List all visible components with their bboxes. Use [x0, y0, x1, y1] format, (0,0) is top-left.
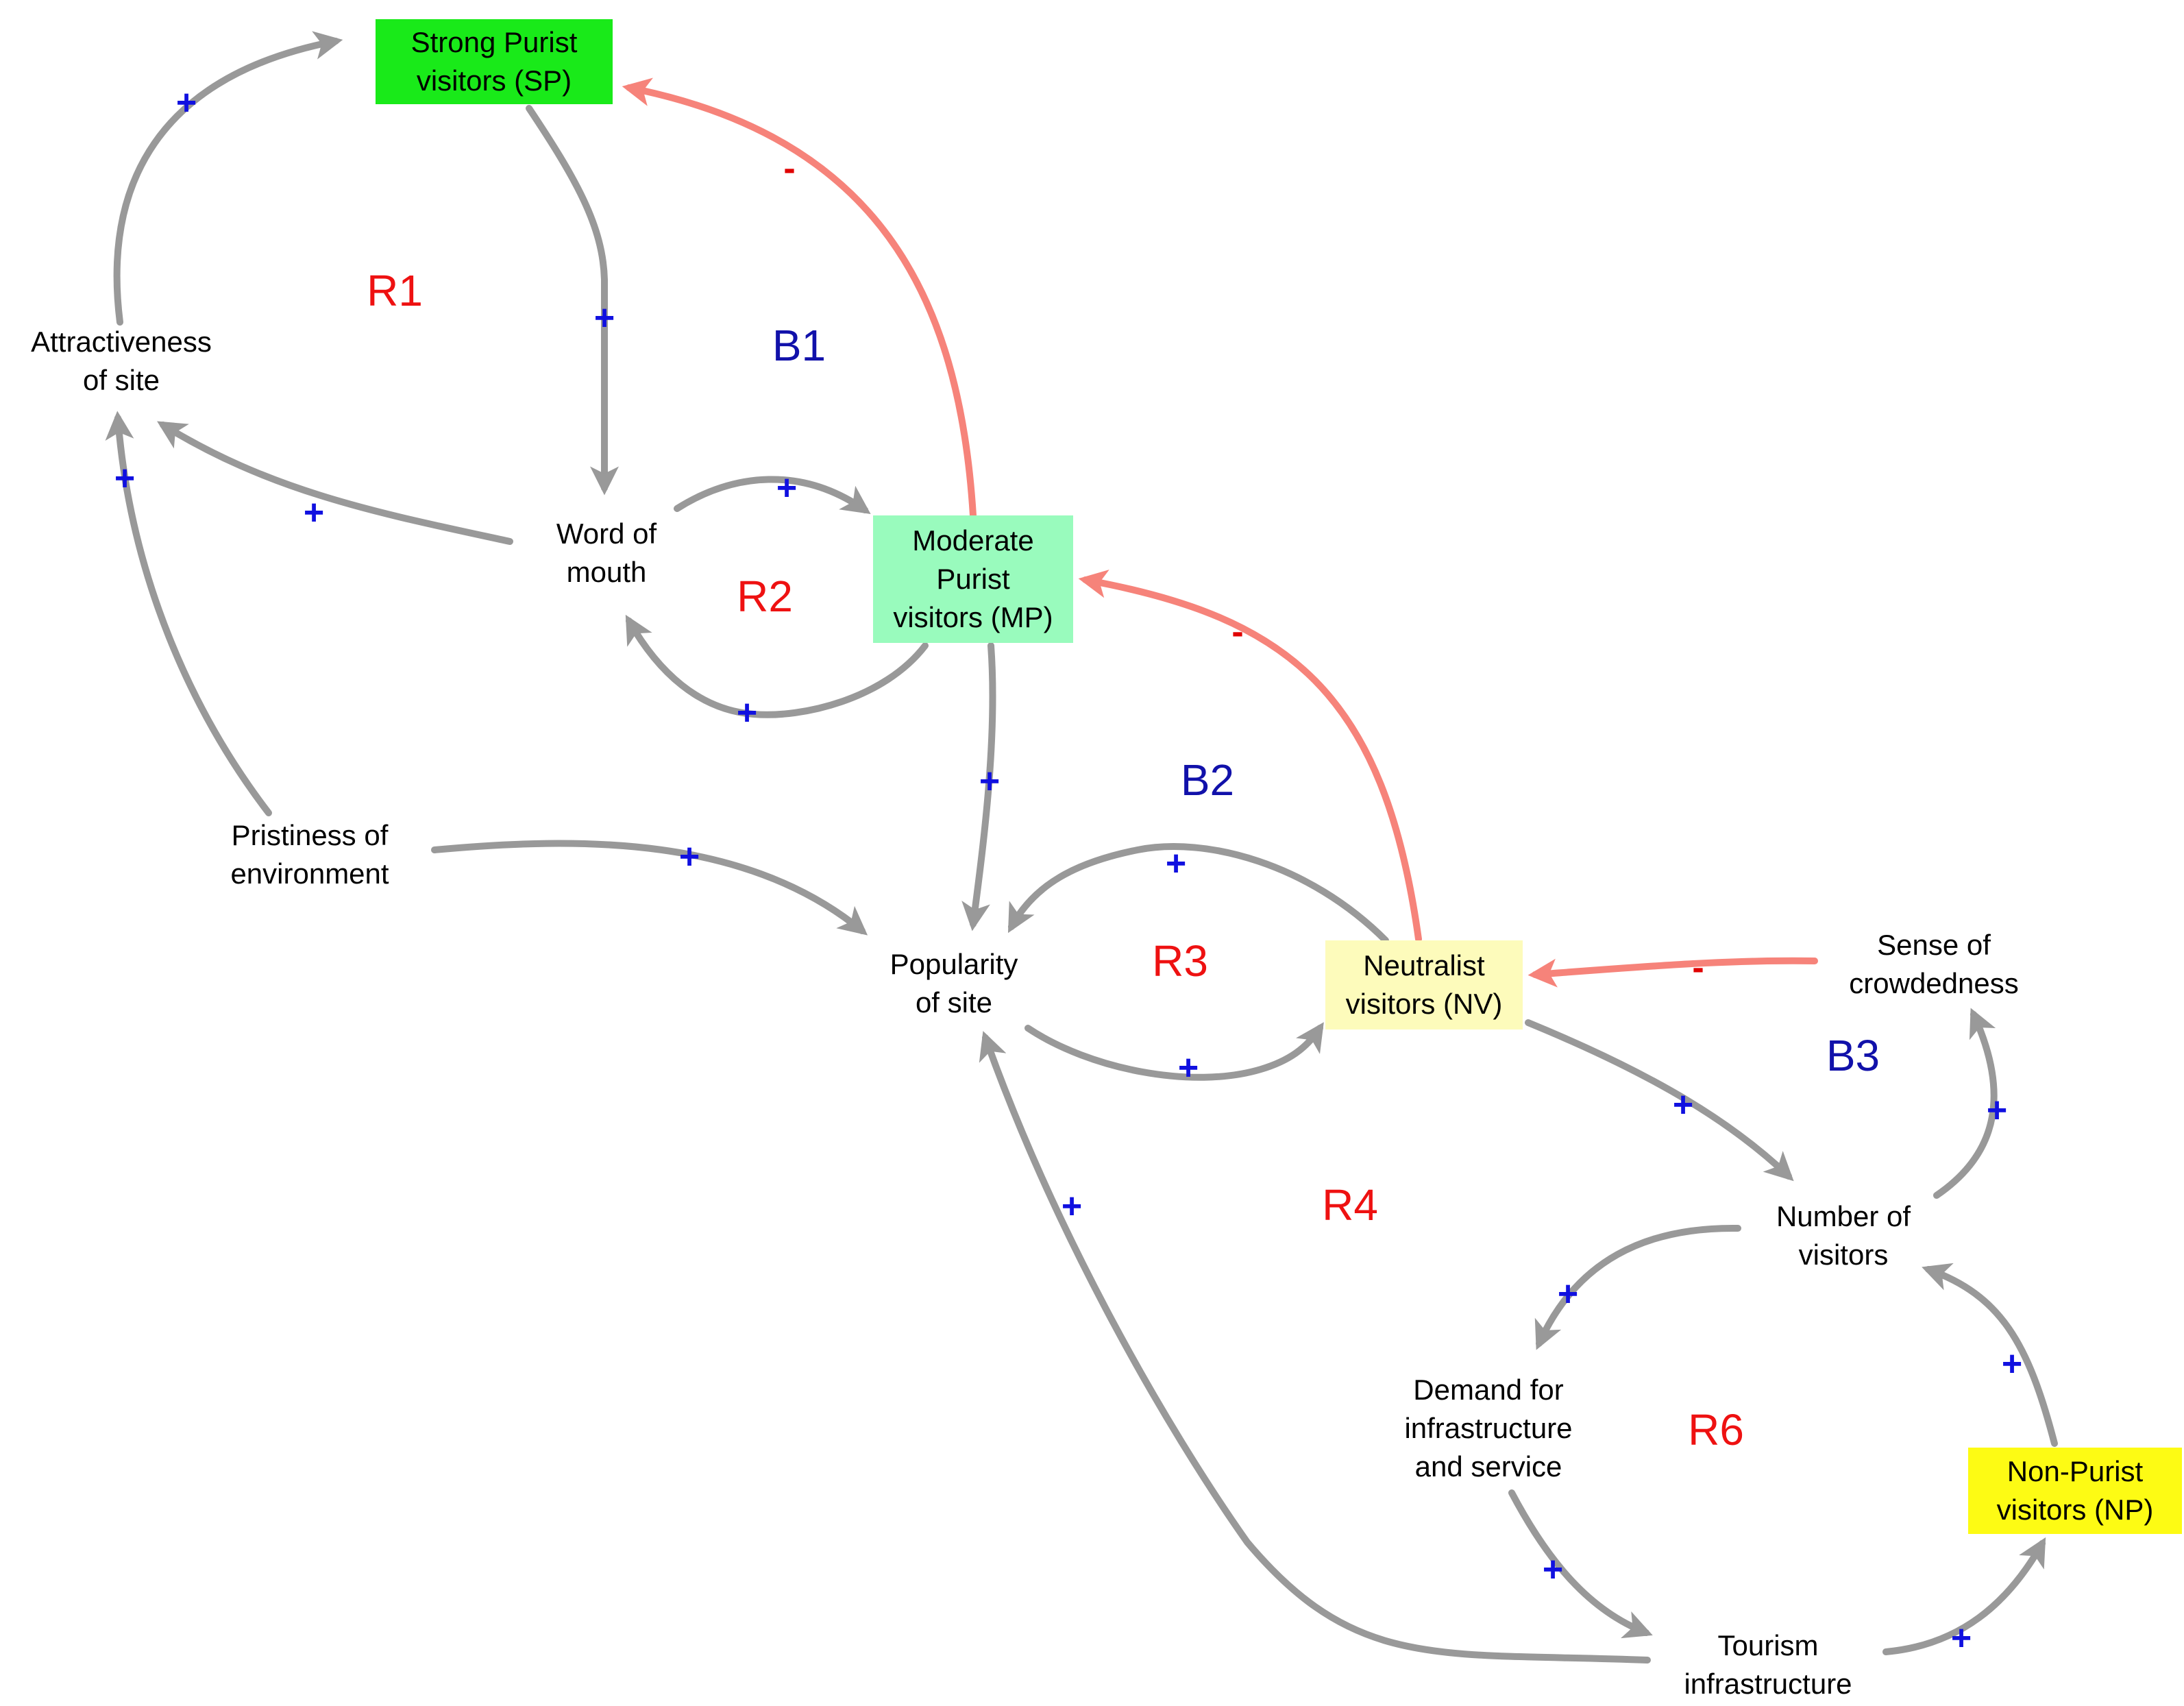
sign-demand-to-infra: +: [1542, 1550, 1564, 1589]
link-demand-to-infra[interactable]: [1508, 1489, 1653, 1639]
node-sense-of-crowdedness[interactable]: Sense of crowdedness: [1849, 929, 2019, 999]
link-nv-to-pop[interactable]: [1007, 843, 1389, 944]
node-attractiveness-of-site[interactable]: Attractiveness of site: [31, 326, 212, 396]
sign-pop-to-nv: +: [1177, 1048, 1199, 1088]
link-prist-to-pop[interactable]: [431, 840, 868, 936]
sign-num-to-crowd: +: [1986, 1090, 2008, 1130]
link-nv-to-mp[interactable]: [1078, 570, 1422, 942]
sign-np-to-num: +: [2001, 1344, 2023, 1384]
link-wom-to-attr[interactable]: [157, 421, 513, 545]
sign-num-to-demand: +: [1557, 1274, 1579, 1314]
sign-prist-to-pop: +: [678, 837, 700, 877]
sign-sp-to-wom: +: [593, 298, 615, 338]
sign-nv-to-mp: -: [1231, 612, 1244, 652]
link-np-to-num[interactable]: [1922, 1263, 2058, 1447]
node-number-of-visitors[interactable]: Number of visitors: [1776, 1200, 1911, 1271]
loop-label-r6: R6: [1688, 1405, 1744, 1454]
link-infra-to-np[interactable]: [1882, 1537, 2046, 1655]
sign-mp-to-sp: -: [783, 149, 796, 188]
sign-nv-to-pop: +: [1165, 844, 1187, 884]
link-crowd-to-nv[interactable]: [1527, 957, 1818, 988]
sign-attr-to-sp: +: [175, 83, 197, 123]
node-pristiness-of-environment[interactable]: Pristiness of environment: [230, 819, 389, 890]
link-nv-to-num[interactable]: [1525, 1019, 1794, 1182]
link-attr-to-sp[interactable]: [113, 31, 343, 326]
sign-wom-to-mp: +: [776, 468, 798, 508]
link-mp-to-pop[interactable]: [961, 642, 996, 931]
link-num-to-demand[interactable]: [1534, 1224, 1741, 1350]
loop-label-r2: R2: [737, 572, 793, 621]
sign-infra-to-pop: +: [1061, 1186, 1083, 1226]
node-strong-purist-visitors[interactable]: Strong Purist visitors (SP): [376, 19, 613, 104]
sign-infra-to-np: +: [1950, 1618, 1972, 1658]
link-wom-to-mp[interactable]: [674, 476, 871, 514]
loop-label-b1: B1: [772, 321, 826, 370]
link-mp-to-sp[interactable]: [622, 77, 977, 519]
node-moderate-purist-visitors[interactable]: Moderate Purist visitors (MP): [873, 515, 1073, 643]
sign-nv-to-num: +: [1672, 1085, 1694, 1125]
sign-prist-to-attr: +: [114, 459, 136, 498]
link-infra-to-pop[interactable]: [979, 1031, 1651, 1664]
loop-label-r4: R4: [1322, 1180, 1378, 1230]
link-mp-to-wom[interactable]: [625, 614, 929, 718]
loop-label-b2: B2: [1180, 755, 1235, 805]
node-neutralist-visitors[interactable]: Neutralist visitors (NV): [1325, 940, 1523, 1029]
sign-mp-to-pop: +: [979, 761, 1001, 801]
node-tourism-infrastructure[interactable]: Tourism infrastructure: [1684, 1629, 1852, 1700]
node-popularity-of-site[interactable]: Popularity of site: [889, 948, 1018, 1019]
sign-crowd-to-nv: -: [1692, 948, 1704, 988]
node-non-purist-visitors[interactable]: Non-Purist visitors (NP): [1968, 1448, 2182, 1534]
link-num-to-crowd[interactable]: [1933, 1008, 1998, 1199]
loop-label-b3: B3: [1826, 1031, 1880, 1080]
node-word-of-mouth[interactable]: Word of mouth: [556, 517, 657, 588]
link-prist-to-attr[interactable]: [105, 411, 272, 816]
sign-wom-to-attr: +: [303, 493, 325, 533]
link-pop-to-nv[interactable]: [1024, 1022, 1324, 1081]
loop-label-r1: R1: [367, 266, 423, 315]
link-sp-to-wom[interactable]: [526, 105, 619, 496]
sign-mp-to-wom: +: [736, 693, 758, 733]
node-demand-for-infrastructure[interactable]: Demand for infrastructure and service: [1404, 1374, 1573, 1483]
loop-label-r3: R3: [1152, 936, 1208, 986]
